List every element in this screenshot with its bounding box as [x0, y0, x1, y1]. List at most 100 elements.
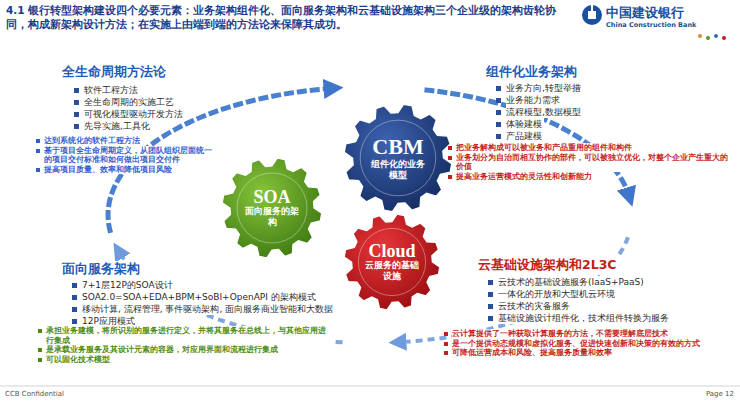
- note-row: 云计算提供了一种获取计算服务的方法，不需要理解底层技术: [444, 329, 736, 339]
- note-row: 把业务解构成可以被业务和产品重用的组件和构件: [448, 143, 736, 153]
- bullet-row: 业务方向,转型举措: [496, 82, 636, 94]
- bullet-text: 基础设施设计组件化，技术组件转换为服务: [498, 312, 671, 324]
- bullet-text: 流程模型,数据模型: [506, 106, 583, 118]
- note-text: 承担业务建模，将所识别的服务进行定义，并将其服务在总线上，与其他应用进行集成: [46, 326, 334, 345]
- gear-text: CBM组件化的业务模型: [344, 104, 452, 212]
- bullet-text: 7+1层12P的SOA设计: [82, 279, 175, 291]
- note-mark: [448, 156, 452, 160]
- note-list: 把业务解构成可以被业务和产品重用的组件和构件业务划分为自治而相互协作的部件，可以…: [448, 143, 736, 181]
- gear-text: SOA面向服务的架构: [222, 158, 322, 258]
- bullet-text: 体验建模: [506, 118, 544, 130]
- note-text: 是承载业务服务及其设计元素的容器，对应用界面和流程进行集成: [46, 345, 280, 355]
- note-row: 业务划分为自治而相互协作的部件，可以被独立优化，对整个企业产生重大的价值: [448, 153, 736, 172]
- note-mark: [38, 358, 42, 362]
- bullet-mark: [488, 304, 493, 309]
- bullet-mark: [74, 124, 79, 129]
- gear-ring: [237, 173, 307, 243]
- gear-node: SOA面向服务的架构: [222, 158, 322, 258]
- note-text: 可以固化技术模型: [46, 355, 112, 365]
- bullet-row: 基础设施设计组件化，技术组件转换为服务: [488, 312, 734, 324]
- gear-text: Cloud云服务的基础设施: [344, 214, 440, 310]
- bullet-mark: [72, 307, 77, 312]
- gear-ring: [358, 228, 425, 295]
- note-list: 达到系统化的软件工程方法基于项目全生命周期定义，从团队组织层面统一的项目交付标准…: [36, 136, 218, 174]
- bullet-list: 7+1层12P的SOA设计SOA2.0=SOA+EDA+BPM+SoBI+Ope…: [72, 279, 372, 327]
- bullet-mark: [496, 122, 501, 127]
- bullet-list: 软件工程方法全生命周期的实施工艺可视化模型驱动开发方法先导实施,工具化: [74, 84, 234, 132]
- bullet-mark: [488, 292, 493, 297]
- bullet-mark: [74, 100, 79, 105]
- bullet-row: 业务能力需求: [496, 94, 636, 106]
- note-text: 提高项目质量、效率和降低项目风险: [44, 165, 174, 175]
- footer-text: CCB Confidential: [5, 390, 64, 398]
- bullet-text: 全生命周期的实施工艺: [84, 96, 176, 108]
- note-text: 提高业务运营模式的灵活性和创新能力: [456, 172, 594, 182]
- gear-node: Cloud云服务的基础设施: [344, 214, 440, 310]
- note-text: 业务划分为自治而相互协作的部件，可以被独立优化，对整个企业产生重大的价值: [456, 153, 736, 172]
- bullet-row: 全生命周期的实施工艺: [74, 96, 234, 108]
- gear-node: CBM组件化的业务模型: [344, 104, 452, 212]
- gear-caption: 组件化的业务模型: [367, 159, 429, 181]
- bullet-row: 可视化模型驱动开发方法: [74, 108, 234, 120]
- logo-text: 中国建设银行: [606, 4, 684, 22]
- bullet-mark: [488, 316, 493, 321]
- gear-name: CBM: [372, 135, 423, 158]
- slide-title: 4.1 银行转型架构建设四个必要元素：业务架构组件化、面向服务架构和云基础设施架…: [6, 3, 571, 31]
- note-row: 可以固化技术模型: [38, 355, 334, 365]
- bullet-row: SOA2.0=SOA+EDA+BPM+SoBI+OpenAPI 的架构模式: [72, 291, 372, 303]
- bullet-row: 软件工程方法: [74, 84, 234, 96]
- bullet-text: 云技术的灾备服务: [498, 300, 572, 312]
- bullet-mark: [74, 112, 79, 117]
- bullet-list: 云技术的基础设施服务(IaaS+PaaS)一体化的开放和大型机云环境云技术的灾备…: [488, 276, 734, 324]
- note-row: 达到系统化的软件工程方法: [36, 136, 218, 146]
- bullet-text: 云技术的基础设施服务(IaaS+PaaS): [498, 276, 646, 288]
- note-row: 提高业务运营模式的灵活性和创新能力: [448, 172, 736, 182]
- bullet-text: 业务能力需求: [506, 94, 562, 106]
- note-text: 云计算提供了一种获取计算服务的方法，不需要理解底层技术: [452, 329, 670, 339]
- group-heading: 组件化业务架构: [484, 64, 579, 81]
- bullet-row: 先导实施,工具化: [74, 120, 234, 132]
- note-row: 承担业务建模，将所识别的服务进行定义，并将其服务在总线上，与其他应用进行集成: [38, 326, 334, 345]
- bullet-row: 产品建模: [496, 130, 636, 142]
- gear-ring: [360, 120, 436, 196]
- note-text: 达到系统化的软件工程方法: [44, 136, 142, 146]
- group-heading: 面向服务架构: [60, 261, 142, 278]
- bullet-mark: [72, 295, 77, 300]
- bullet-row: 云技术的基础设施服务(IaaS+PaaS): [488, 276, 734, 288]
- bullet-row: 云技术的灾备服务: [488, 300, 734, 312]
- gear-outline: [344, 104, 451, 211]
- bullet-list: 业务方向,转型举措业务能力需求流程模型,数据模型体验建模产品建模: [496, 82, 636, 142]
- note-mark: [38, 348, 42, 352]
- gear-caption: 云服务的基础设施: [361, 260, 423, 282]
- gear-outline: [344, 214, 439, 309]
- bullet-text: 移动计算, 流程管理, 事件驱动架构, 面向服务商业智能和大数据: [82, 303, 335, 315]
- bullet-row: 体验建模: [496, 118, 636, 130]
- bullet-mark: [72, 319, 77, 324]
- note-text: 可降低运营成本和风险、提高服务质量和效率: [452, 348, 614, 358]
- note-list: 承担业务建模，将所识别的服务进行定义，并将其服务在总线上，与其他应用进行集成是承…: [38, 326, 334, 364]
- note-row: 提高项目质量、效率和降低项目风险: [36, 165, 218, 175]
- gear-outline: [222, 158, 321, 257]
- logo-hole: [588, 11, 596, 19]
- group-heading: 全生命周期方法论: [60, 64, 168, 81]
- gear-caption: 面向服务的架构: [241, 206, 303, 228]
- note-text: 是一个提供动态规模和虚拟化服务、促进快速创新和决策的有效的方式: [452, 339, 702, 349]
- bullet-row: 7+1层12P的SOA设计: [72, 279, 372, 291]
- note-mark: [36, 168, 40, 172]
- logo-gap: [591, 2, 593, 11]
- bullet-mark: [496, 110, 501, 115]
- note-text: 把业务解构成可以被业务和产品重用的组件和构件: [456, 143, 634, 153]
- note-mark: [444, 351, 448, 355]
- bullet-mark: [496, 98, 501, 103]
- note-mark: [448, 146, 452, 150]
- bullet-text: 产品建模: [506, 130, 544, 142]
- logo-text: China Construction Bank: [606, 21, 696, 29]
- bullet-mark: [74, 88, 79, 93]
- note-mark: [38, 329, 42, 333]
- bullet-text: 软件工程方法: [84, 84, 140, 96]
- bullet-mark: [488, 280, 493, 285]
- footer-rule: [0, 386, 740, 387]
- note-mark: [444, 342, 448, 346]
- corner-decoration: [698, 34, 726, 40]
- note-mark: [448, 175, 452, 179]
